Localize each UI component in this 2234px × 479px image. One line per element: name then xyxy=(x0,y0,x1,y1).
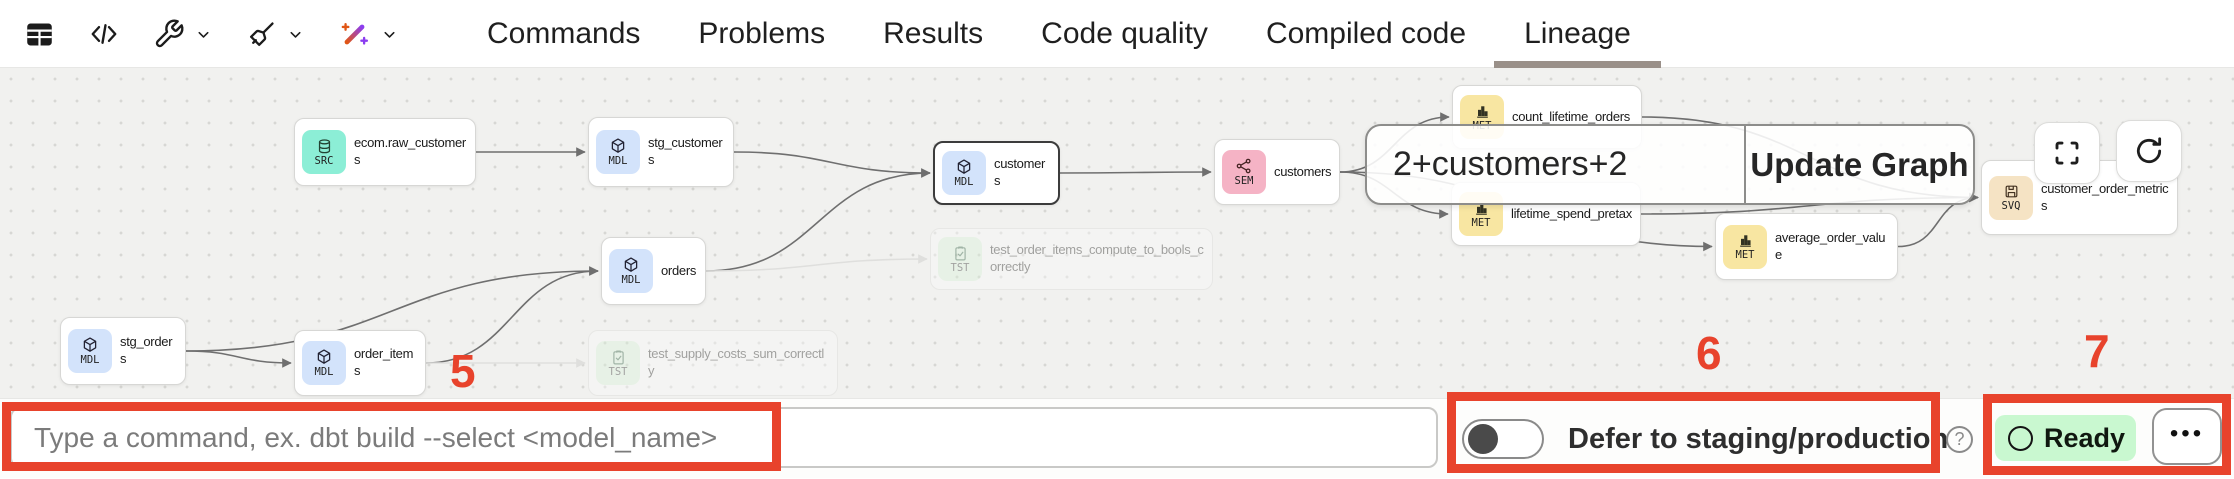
mdl-icon xyxy=(622,256,640,274)
mdl-badge: MDL xyxy=(596,130,640,174)
selector-divider xyxy=(1744,126,1746,203)
mdl-badge: MDL xyxy=(68,329,112,373)
defer-toggle-label: Defer to staging/production xyxy=(1568,422,1949,455)
mdl-icon xyxy=(955,158,973,176)
svq-badge: SVQ xyxy=(1989,175,2033,220)
tab-lineage[interactable]: Lineage xyxy=(1494,0,1661,68)
node-label: customers xyxy=(994,156,1046,188)
update-graph-button[interactable]: Update Graph xyxy=(1746,126,1973,203)
refresh-button[interactable] xyxy=(2116,120,2182,182)
table-tool-button[interactable] xyxy=(24,19,55,50)
magic-wand-icon xyxy=(338,18,371,51)
node-label: orders xyxy=(661,262,697,278)
tst-badge: TST xyxy=(596,341,640,385)
tab-commands[interactable]: Commands xyxy=(487,17,641,50)
src-icon xyxy=(316,138,333,155)
chevron-down-icon xyxy=(287,26,304,43)
fullscreen-button[interactable] xyxy=(2034,122,2100,184)
src-badge: SRC xyxy=(302,130,346,174)
met-icon xyxy=(1737,232,1754,249)
mdl-icon xyxy=(609,137,627,155)
status-circle-icon xyxy=(2008,425,2033,451)
more-options-button[interactable]: ••• xyxy=(2152,408,2222,465)
toolbar xyxy=(24,0,398,68)
chevron-down-icon xyxy=(381,26,398,43)
mdl-badge: MDL xyxy=(942,151,986,195)
node-label: test_order_items_compute_to_bools_correc… xyxy=(990,242,1204,274)
node-label: test_supply_costs_sum_correctly xyxy=(648,346,824,378)
tst-icon xyxy=(952,245,969,262)
mdl-icon xyxy=(81,336,99,354)
lineage-node-customers_sem[interactable]: SEM customers xyxy=(1214,139,1340,205)
node-label: order_items xyxy=(354,346,414,378)
status-label: Ready xyxy=(2044,422,2126,453)
wrench-tool-button[interactable] xyxy=(153,18,212,50)
mdl-badge: MDL xyxy=(609,249,653,293)
refresh-icon xyxy=(2136,137,2162,164)
broom-tool-button[interactable] xyxy=(246,19,304,50)
tst-badge: TST xyxy=(938,237,982,281)
tab-results[interactable]: Results xyxy=(883,17,984,50)
panel-header: Commands Problems Results Code quality Compi… xyxy=(0,0,2234,68)
met-icon xyxy=(1474,103,1491,120)
command-input[interactable] xyxy=(10,407,1438,468)
code-tool-button[interactable] xyxy=(89,19,119,49)
met-badge: MET xyxy=(1723,224,1767,269)
table-icon xyxy=(24,19,55,50)
node-label: average_order_value xyxy=(1775,229,1886,262)
mdl-badge: MDL xyxy=(302,341,346,385)
fullscreen-icon xyxy=(2055,141,2079,165)
tst-icon xyxy=(610,349,627,366)
code-icon xyxy=(89,19,119,49)
node-label: count_lifetime_orders xyxy=(1512,108,1630,124)
tab-bar: Commands Problems Results Code quality Compi… xyxy=(487,0,1661,68)
lineage-node-orders[interactable]: MDL orders xyxy=(601,237,706,305)
lineage-selector-overlay: 2+customers+2 Update Graph xyxy=(1365,124,1975,205)
tab-compiled-code[interactable]: Compiled code xyxy=(1265,17,1467,50)
lineage-selector-input[interactable]: 2+customers+2 xyxy=(1393,145,1628,183)
node-label: ecom.raw_customers xyxy=(354,135,466,167)
broom-icon xyxy=(246,19,277,50)
toggle-knob xyxy=(1468,424,1498,454)
sem-icon xyxy=(1235,157,1253,175)
node-label: customers xyxy=(1274,163,1332,179)
bottom-bar: Defer to staging/production ? Ready ••• xyxy=(0,398,2234,478)
svq-icon xyxy=(2003,183,2020,200)
tab-problems[interactable]: Problems xyxy=(698,17,826,50)
node-label: customer_order_metrics xyxy=(2041,180,2169,213)
wrench-icon xyxy=(153,18,185,50)
mdl-icon xyxy=(315,348,333,366)
status-badge[interactable]: Ready xyxy=(1995,415,2136,461)
chevron-down-icon xyxy=(195,26,212,43)
node-label: stg_customers xyxy=(648,135,723,167)
node-label: lifetime_spend_pretax xyxy=(1511,205,1632,221)
node-label: stg_orders xyxy=(120,334,173,366)
defer-toggle[interactable] xyxy=(1462,419,1544,459)
magic-wand-tool-button[interactable] xyxy=(338,18,398,51)
help-icon[interactable]: ? xyxy=(1946,426,1973,453)
tab-code-quality[interactable]: Code quality xyxy=(1041,17,1208,50)
sem-badge: SEM xyxy=(1222,150,1266,194)
